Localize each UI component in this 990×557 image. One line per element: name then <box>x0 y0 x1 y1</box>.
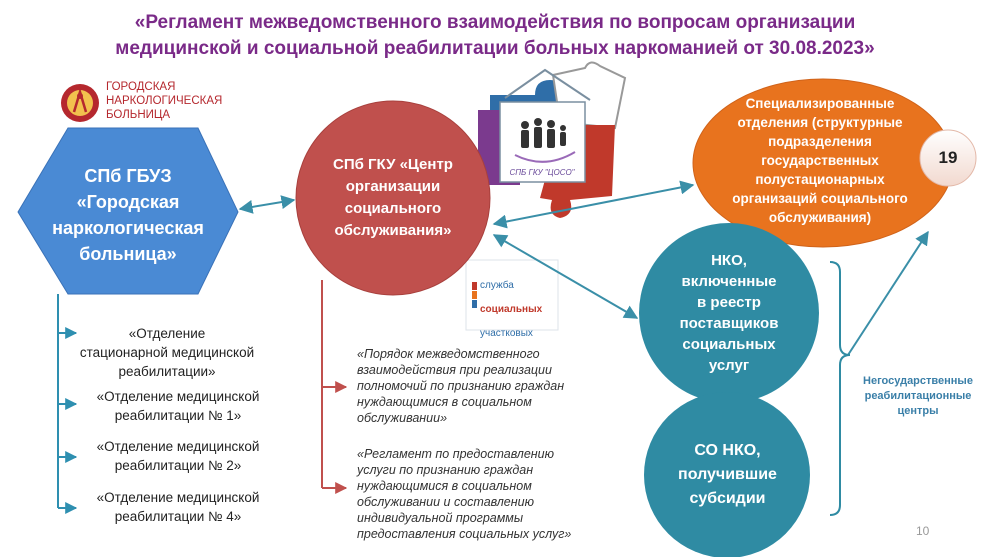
department-item: «Отделение стационарной медицинской реаб… <box>79 326 255 379</box>
badge-circle <box>919 129 977 187</box>
specialized-line-4: государственных <box>761 152 879 168</box>
hospital-logo-emblem <box>61 84 99 122</box>
connector-hospital-center <box>238 195 296 214</box>
specialized-line-7: обслуживания) <box>768 209 872 225</box>
hospital-line-1: СПб ГБУЗ <box>84 166 172 186</box>
sonko-line-2: получившие <box>678 466 777 483</box>
center-line-2: организации <box>345 178 441 195</box>
cso-logo-caption: СПБ ГКУ "ЦОСО" <box>509 168 575 177</box>
center-line-3: социального <box>344 200 442 217</box>
center-line-4: обслуживания» <box>334 222 452 239</box>
sonko-line-3: субсидии <box>689 490 766 507</box>
sonko-line-1: СО НКО, <box>694 442 761 459</box>
documents-bracket <box>321 280 348 494</box>
nko-label: НКО, включенные в реестр поставщиков соц… <box>648 243 810 383</box>
hospital-logo-text: ГОРОДСКАЯ НАРКОЛОГИЧЕСКАЯ БОЛЬНИЦА <box>106 81 223 121</box>
social-logo-line-3: участковых <box>480 328 533 339</box>
department-item: «Отделение медицинской реабилитации № 2» <box>96 439 260 473</box>
specialized-label: Специализированные отделения (структурны… <box>710 90 930 230</box>
department-item: «Отделение медицинской реабилитации № 1» <box>96 389 260 423</box>
sonko-label: СО НКО, получившие субсидии <box>645 420 810 530</box>
specialized-line-1: Специализированные <box>745 95 895 111</box>
social-logo-line-1: служба <box>480 280 514 291</box>
specialized-line-6: организаций социального <box>732 190 908 206</box>
nko-line-3: в реестр <box>697 294 761 311</box>
nko-line-6: услуг <box>708 357 750 374</box>
center-line-1: СПб ГКУ «Центр <box>333 156 453 173</box>
specialized-count-badge: 19 <box>938 148 958 167</box>
department-item: «Отделение медицинской реабилитации № 4» <box>96 490 260 524</box>
nko-line-2: включенные <box>681 273 777 290</box>
social-logo-line-2: социальных <box>480 304 543 315</box>
hospital-line-3: наркологическая <box>52 218 204 238</box>
specialized-line-5: полустационарных <box>755 171 885 187</box>
nko-line-1: НКО, <box>711 252 747 269</box>
sonko-circle <box>644 392 810 557</box>
ngo-bracket <box>829 261 851 516</box>
puzzle-logo <box>474 61 627 218</box>
hospital-label: СПб ГБУЗ «Городская наркологическая боль… <box>38 160 218 270</box>
departments-bracket <box>57 294 78 514</box>
ngo-centers-label: Негосударственные реабилитационные центр… <box>863 375 973 417</box>
connector-center-specialized <box>492 180 695 229</box>
nko-circle <box>639 223 819 403</box>
center-circle <box>295 100 491 296</box>
specialized-line-2: отделения (структурные <box>737 114 903 130</box>
title-line-2: медицинской и социальной реабилитации бо… <box>115 38 875 59</box>
hospital-line-2: «Городская <box>76 192 180 212</box>
page-number: 10 <box>916 524 930 538</box>
connector-ngo-specialized <box>847 230 929 356</box>
hospital-hexagon <box>17 127 239 295</box>
nko-line-5: социальных <box>682 336 776 353</box>
specialized-line-3: подразделения <box>768 133 872 149</box>
social-service-logo-text: служба социальных участковых <box>480 268 560 352</box>
document-item: «Порядок межведомственного взаимодействи… <box>357 347 565 425</box>
title-line-1: «Регламент межведомственного взаимодейст… <box>134 12 856 33</box>
connector-center-nko <box>492 234 639 319</box>
slide-title: «Регламент межведомственного взаимодейст… <box>40 10 950 62</box>
document-item: «Регламент по предоставлению услуги по п… <box>357 447 572 541</box>
nko-line-4: поставщиков <box>679 315 779 332</box>
hospital-line-4: больница» <box>79 244 177 264</box>
center-label: СПб ГКУ «Центр организации социального о… <box>312 148 474 248</box>
